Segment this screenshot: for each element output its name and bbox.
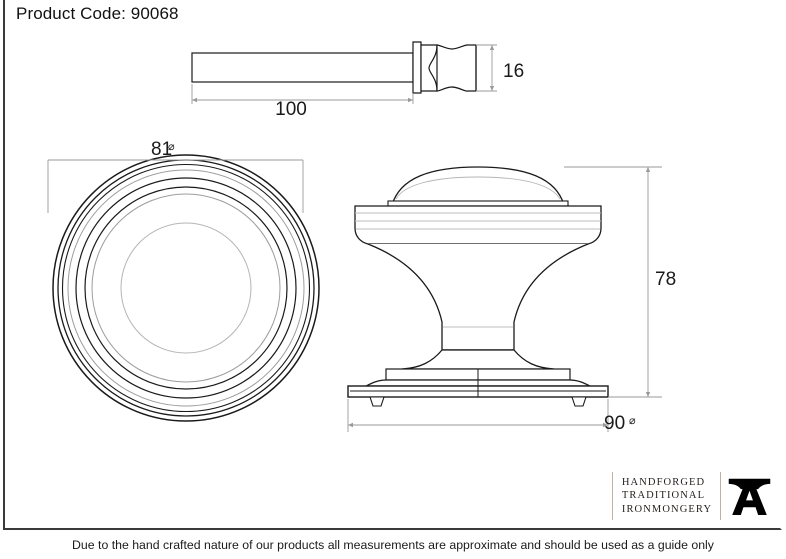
footer-disclaimer: Due to the hand crafted nature of our pr… — [72, 538, 714, 552]
rose-ring-5 — [75, 177, 297, 399]
rose-ring-3 — [61, 163, 311, 413]
rose-outer-ring — [52, 154, 320, 422]
spindle-end-left-flare — [420, 44, 438, 92]
dimension-label-base-diameter: 90 — [604, 413, 625, 434]
knob-dome — [391, 166, 565, 206]
rose-foot-right — [571, 396, 587, 407]
logo-divider-left — [612, 472, 613, 520]
rose-base-flare — [401, 349, 555, 370]
logo-line-3: IRONMONGERY — [621, 503, 713, 515]
anvil-a-logo — [728, 478, 771, 516]
front-circular-view — [52, 154, 320, 422]
dimension-label-spindle-end-height: 16 — [503, 61, 524, 82]
dimension-base-diameter — [347, 399, 609, 432]
dimension-label-spindle-length: 100 — [275, 99, 307, 120]
knob-dome-lip — [387, 200, 569, 207]
dimension-symbol-rose-diameter: ⌀ — [168, 141, 175, 153]
rose-ring-6 — [84, 186, 288, 390]
rose-ring-4-light — [67, 169, 305, 407]
drawing-canvas: 100 16 81 ⌀ 78 90 ⌀ — [47, 41, 676, 434]
dimension-spindle-end-height — [476, 44, 497, 92]
spindle-collar — [412, 41, 422, 94]
knob-stem — [367, 243, 589, 351]
product-code-label: Product Code: 90068 — [16, 4, 179, 23]
spindle-shaft — [191, 52, 414, 83]
dimension-label-knob-height: 78 — [655, 269, 676, 290]
spindle-end-right-flare — [451, 44, 477, 92]
dimension-rose-diameter — [47, 159, 304, 213]
side-elevation-view — [347, 166, 609, 407]
logo-divider-right — [720, 472, 721, 520]
dimension-label-rose-diameter: 81 — [151, 139, 172, 160]
logo-wordmark: HANDFORGED TRADITIONAL IRONMONGERY — [622, 476, 712, 517]
brand-logo: HANDFORGED TRADITIONAL IRONMONGERY — [612, 467, 772, 525]
dimension-spindle-length — [191, 84, 414, 104]
rose-inner-dome-edge — [120, 222, 252, 354]
rose-ring-7-light — [91, 193, 281, 383]
dimension-knob-height — [564, 166, 662, 398]
knob-dome-highlight — [395, 176, 561, 200]
logo-line-2: TRADITIONAL — [621, 490, 706, 502]
rose-foot-left — [369, 396, 385, 407]
logo-line-1: HANDFORGED — [621, 476, 706, 488]
knob-collar-band — [354, 205, 602, 245]
spindle-view — [191, 41, 477, 94]
dimension-symbol-base-diameter: ⌀ — [629, 415, 636, 427]
